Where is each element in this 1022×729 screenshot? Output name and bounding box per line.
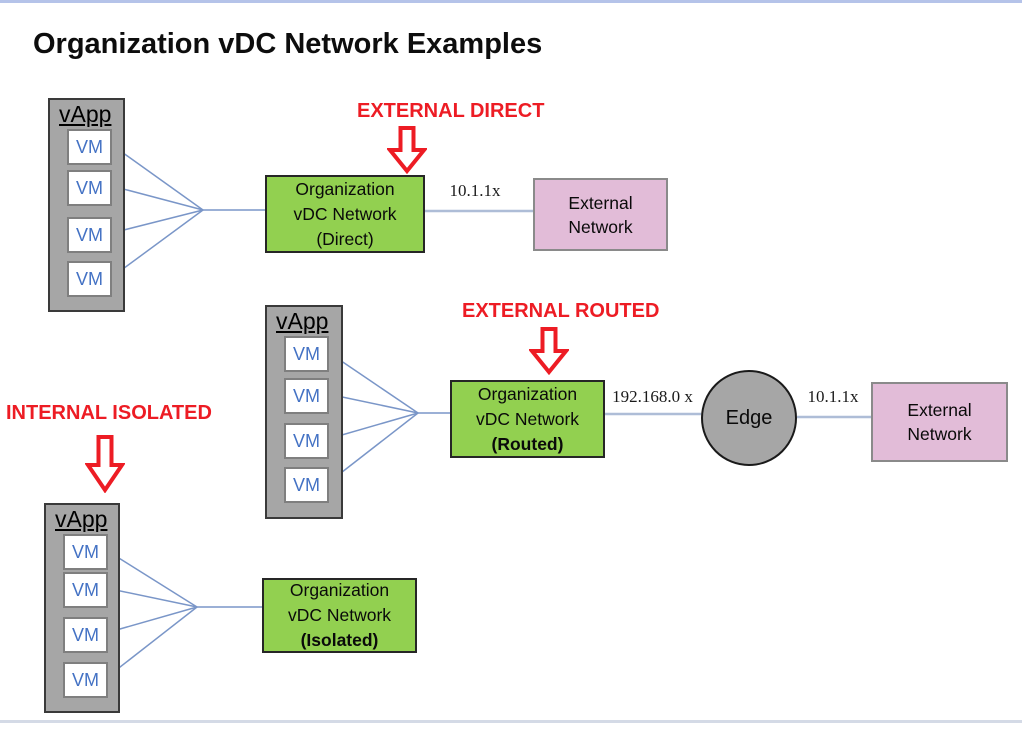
network-box-line: (Direct) bbox=[316, 228, 374, 249]
vm-box: VM bbox=[67, 261, 112, 297]
fan-lines-routed bbox=[327, 351, 450, 484]
external-box-line: Network bbox=[568, 216, 633, 237]
vm-box: VM bbox=[67, 217, 112, 253]
top-border-line bbox=[0, 0, 1022, 3]
external-box-line: External bbox=[907, 400, 972, 420]
network-box-routed: Organization vDC Network (Routed) bbox=[450, 380, 605, 458]
external-network-box-routed: External Network bbox=[871, 382, 1008, 462]
network-box-isolated: Organization vDC Network (Isolated) bbox=[262, 578, 417, 653]
network-box-line: Organization bbox=[295, 178, 395, 199]
network-box-line: (Isolated) bbox=[300, 630, 379, 650]
annotation-external-routed: EXTERNAL ROUTED bbox=[462, 300, 660, 322]
vapp-label: vApp bbox=[276, 308, 329, 334]
external-box-line: Network bbox=[907, 424, 972, 444]
ip-label-routed-left: 192.168.0 x bbox=[612, 387, 693, 406]
vm-box: VM bbox=[63, 662, 108, 698]
ip-label-routed-right: 10.1.1x bbox=[807, 387, 859, 406]
network-box-line: vDC Network bbox=[287, 605, 392, 625]
fan-lines-direct bbox=[111, 144, 265, 278]
annotation-external-direct: EXTERNAL DIRECT bbox=[357, 100, 545, 122]
network-box-line: vDC Network bbox=[293, 203, 397, 224]
down-arrow-icon bbox=[85, 435, 125, 493]
annotation-internal-isolated: INTERNAL ISOLATED bbox=[6, 402, 212, 424]
fan-lines-isolated bbox=[105, 549, 262, 679]
vm-box: VM bbox=[63, 617, 108, 653]
vapp-container-routed: vApp VM VM VM VM bbox=[265, 305, 343, 519]
network-box-line: Organization bbox=[289, 580, 390, 600]
vapp-label: vApp bbox=[59, 101, 112, 127]
edge-gateway-circle: Edge bbox=[701, 370, 797, 466]
network-box-direct: Organization vDC Network (Direct) bbox=[265, 175, 425, 253]
vapp-label: vApp bbox=[55, 506, 108, 532]
vm-box: VM bbox=[67, 170, 112, 206]
down-arrow-icon bbox=[529, 327, 569, 375]
vm-box: VM bbox=[63, 534, 108, 570]
vapp-container-direct: vApp VM VM VM VM bbox=[48, 98, 125, 312]
vm-box: VM bbox=[284, 336, 329, 372]
network-box-line: (Routed) bbox=[491, 433, 564, 454]
external-network-box-direct: External Network bbox=[533, 178, 668, 251]
page-title: Organization vDC Network Examples bbox=[33, 28, 543, 60]
vm-box: VM bbox=[284, 423, 329, 459]
ip-label-direct: 10.1.1x bbox=[449, 181, 501, 200]
vm-box: VM bbox=[67, 129, 112, 165]
vm-box: VM bbox=[284, 378, 329, 414]
vapp-container-isolated: vApp VM VM VM VM bbox=[44, 503, 120, 713]
edge-label: Edge bbox=[725, 406, 773, 429]
vm-box: VM bbox=[63, 572, 108, 608]
vm-box: VM bbox=[284, 467, 329, 503]
bottom-border-line bbox=[0, 720, 1022, 723]
down-arrow-icon bbox=[387, 126, 427, 174]
network-box-line: Organization bbox=[477, 383, 578, 404]
external-box-line: External bbox=[568, 192, 633, 213]
network-box-line: vDC Network bbox=[475, 408, 580, 429]
